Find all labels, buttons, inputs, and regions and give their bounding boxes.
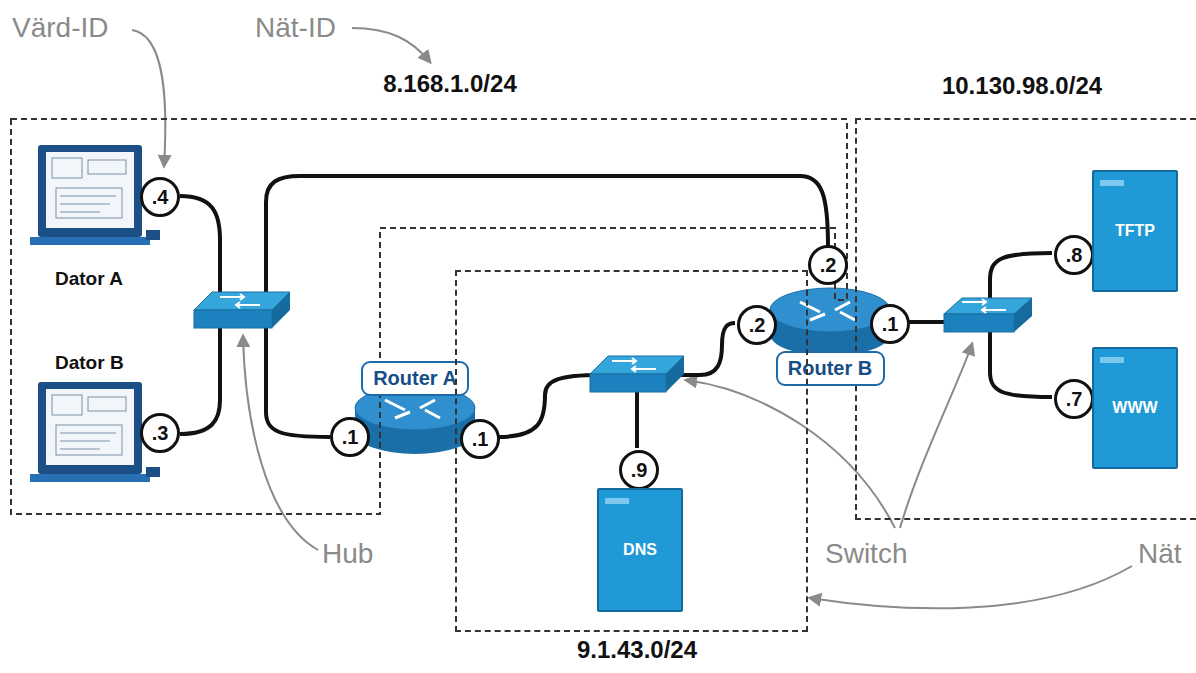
network-region: 9.1.43.0/24.1.2.9DNS [455, 270, 808, 632]
hub-icon [194, 292, 290, 328]
host-id: .4 [152, 186, 169, 209]
server-box: DNS [597, 488, 683, 612]
host-id-circle: .7 [1054, 379, 1094, 419]
callout-label: Switch [825, 538, 907, 570]
host-id-circle: .2 [808, 245, 848, 285]
router-name: Router B [788, 357, 872, 380]
network-id: 8.168.1.0/24 [383, 70, 516, 98]
server-panel [605, 498, 629, 504]
host-id: .3 [152, 422, 169, 445]
region-outline [10, 118, 848, 515]
callout-label: Värd-ID [12, 12, 108, 44]
router-label: Router A [361, 361, 469, 396]
host-id: .8 [1066, 244, 1083, 267]
host-id: .1 [342, 426, 359, 449]
router-icon [355, 386, 475, 454]
network-id: 9.1.43.0/24 [577, 636, 697, 664]
callout-label: Nät [1138, 538, 1182, 570]
server-panel [1100, 357, 1124, 363]
host-id-circle: .8 [1054, 235, 1094, 275]
host-id: .7 [1066, 388, 1083, 411]
host-id-circle: .3 [140, 413, 180, 453]
router-label: Router B [776, 351, 885, 386]
host-id-circle: .2 [737, 305, 777, 345]
host-id-circle: .4 [140, 177, 180, 217]
wires [180, 176, 1052, 448]
callout-label: Hub [322, 538, 373, 570]
switch-icon [944, 298, 1032, 332]
server-name: TFTP [1115, 222, 1155, 240]
computer-name: Dator B [55, 352, 124, 374]
network-id: 10.130.98.0/24 [942, 72, 1102, 100]
host-id-circle: .9 [619, 450, 659, 490]
network-region: 10.130.98.0/24.8TFTP.7WWW.1 [855, 118, 1196, 520]
host-id-circle: .1 [330, 417, 370, 457]
host-id-circle: .1 [460, 419, 500, 459]
host-id: .9 [631, 459, 648, 482]
network-region: 8.168.1.0/24.4.3.1 [10, 118, 848, 515]
host-id: .2 [749, 314, 766, 337]
server-name: DNS [623, 541, 657, 559]
server-box: WWW [1092, 347, 1178, 469]
host-id: .2 [820, 254, 837, 277]
server-panel [1100, 180, 1124, 186]
host-id: .1 [472, 428, 489, 451]
region-outline-path [11, 119, 847, 514]
host-id: .1 [882, 313, 899, 336]
switch-icon [590, 356, 684, 392]
server-name: WWW [1112, 399, 1157, 417]
router-name: Router A [373, 367, 457, 390]
computer-name: Dator A [55, 268, 123, 290]
callout-label: Nät-ID [255, 12, 336, 44]
server-box: TFTP [1092, 170, 1178, 292]
host-id-circle: .1 [870, 304, 910, 344]
